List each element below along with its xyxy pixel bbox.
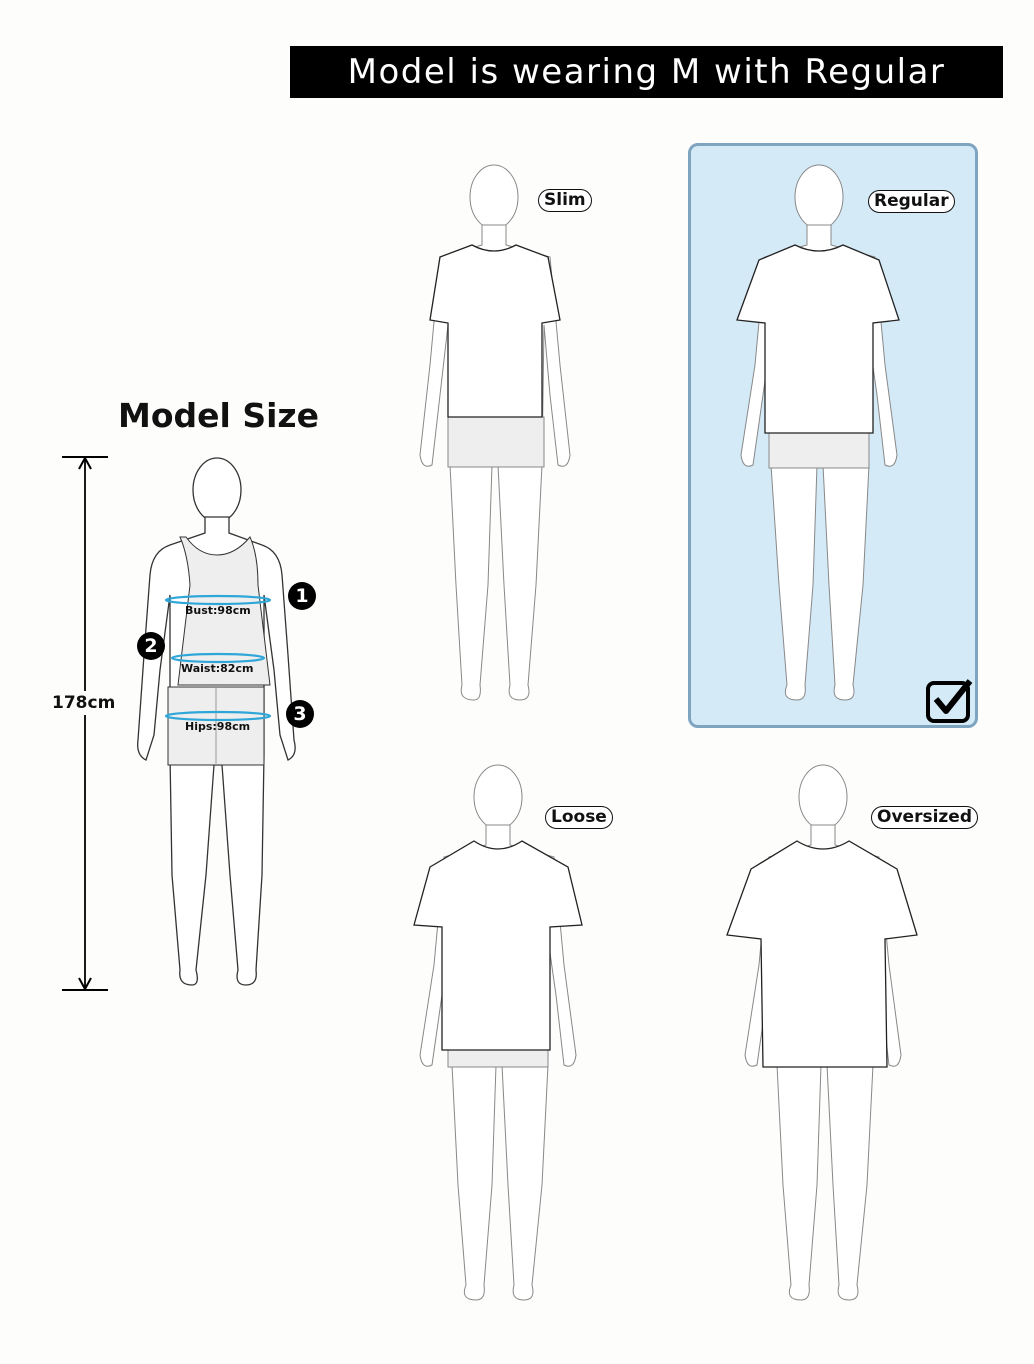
- hips-measurement: Hips:98cm: [185, 720, 251, 733]
- checkbox-checked-icon: [926, 679, 973, 723]
- badge-1: 1: [288, 582, 316, 610]
- badge-3: 3: [286, 700, 314, 728]
- bust-measurement: Bust:98cm: [185, 604, 251, 617]
- loose-figure[interactable]: [410, 764, 590, 1305]
- fit-label-loose[interactable]: Loose: [545, 806, 613, 829]
- model-size-title: Model Size: [118, 396, 319, 435]
- slim-figure[interactable]: [410, 164, 580, 705]
- fit-label-slim[interactable]: Slim: [538, 189, 592, 212]
- waist-measurement: Waist:82cm: [181, 662, 254, 675]
- fit-banner: Model is wearing M with Regular: [290, 46, 1003, 98]
- height-label: 178cm: [52, 691, 116, 715]
- regular-figure: [736, 164, 900, 701]
- model-figure: [137, 457, 296, 986]
- regular-fit-card-selected[interactable]: [688, 143, 978, 728]
- banner-text: Model is wearing M with Regular: [347, 52, 946, 92]
- oversized-figure[interactable]: [725, 764, 925, 1305]
- badge-2: 2: [137, 632, 165, 660]
- fit-label-oversized[interactable]: Oversized: [871, 806, 978, 829]
- height-arrow: [62, 455, 108, 992]
- fit-label-regular[interactable]: Regular: [868, 190, 955, 213]
